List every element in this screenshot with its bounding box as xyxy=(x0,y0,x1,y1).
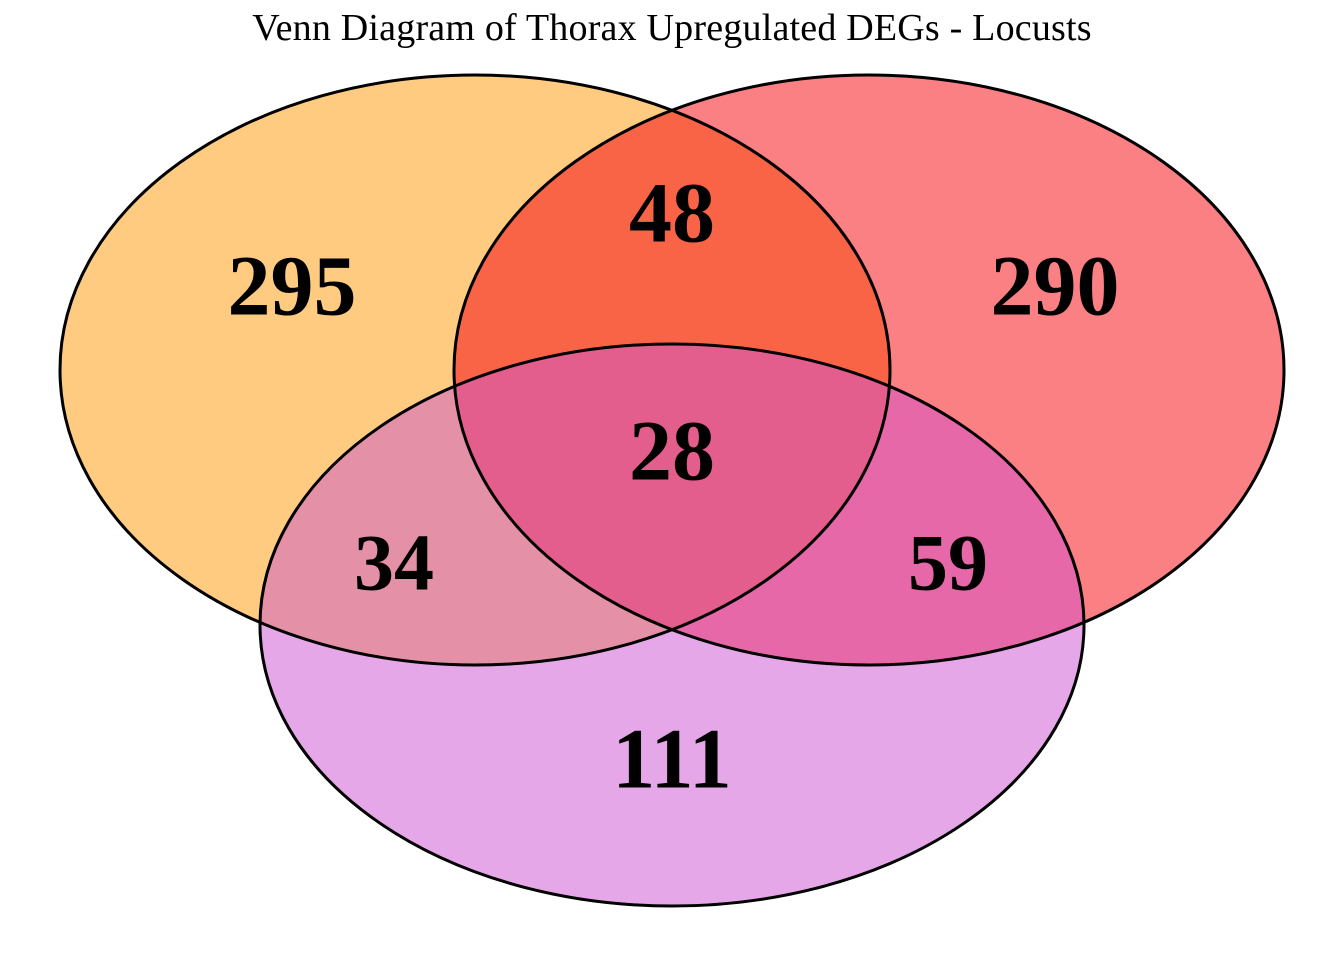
count-right-only: 290 xyxy=(991,238,1120,334)
venn-outline-layer xyxy=(58,73,1286,908)
page-title: Venn Diagram of Thorax Upregulated DEGs … xyxy=(252,7,1092,49)
count-bottom-only: 111 xyxy=(612,711,732,807)
count-left-right: 48 xyxy=(629,165,715,261)
count-right-bottom: 59 xyxy=(908,519,988,607)
set-c-ellipse-outline xyxy=(258,342,1086,908)
venn-label-layer: 295 290 48 28 34 59 111 xyxy=(228,165,1120,807)
set-a-ellipse-outline xyxy=(58,73,892,667)
count-left-bottom: 34 xyxy=(354,519,434,607)
venn-fill-layer xyxy=(60,75,1284,906)
count-center: 28 xyxy=(629,403,715,499)
set-b-ellipse-outline xyxy=(452,73,1286,667)
count-left-only: 295 xyxy=(228,238,357,334)
